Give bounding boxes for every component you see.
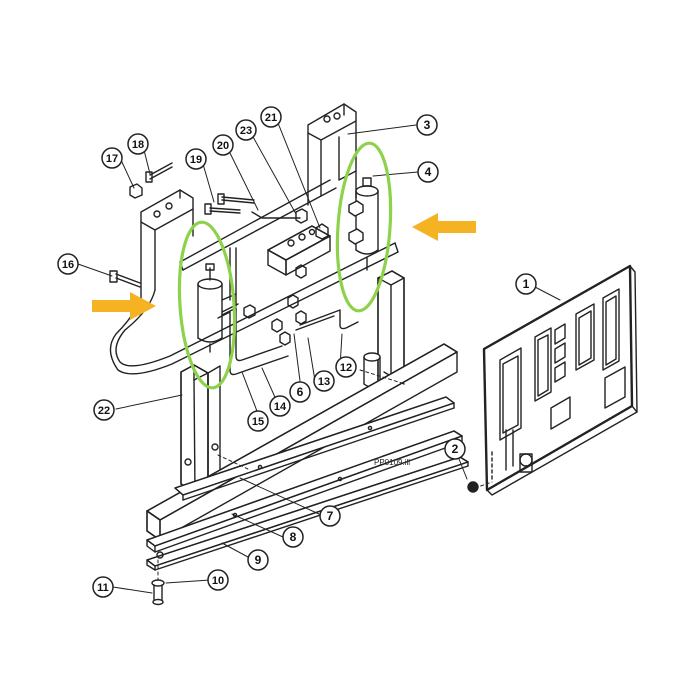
callout-3: 3: [416, 114, 438, 136]
callout-2: 2: [444, 438, 466, 460]
manifold-block: [267, 225, 331, 276]
callout-23-label: 23: [240, 125, 252, 137]
callout-3-label: 3: [424, 118, 431, 132]
callout-13: 13: [313, 370, 335, 392]
callout-14: 14: [269, 395, 291, 417]
base-strip-part-9: [146, 456, 469, 571]
callout-13-label: 13: [318, 376, 330, 388]
panel-part-1: [482, 264, 638, 496]
callout-6: 6: [289, 381, 311, 403]
callout-19-label: 19: [190, 154, 202, 166]
callout-7: 7: [319, 505, 341, 527]
callout-18-label: 18: [132, 139, 144, 151]
highlight-arrows: [92, 213, 476, 320]
callout-1: 1: [515, 273, 537, 295]
callout-23: 23: [235, 119, 257, 141]
bracket-left-upper: [140, 189, 194, 301]
callout-8: 8: [282, 526, 304, 548]
bracket-part-3: [307, 103, 357, 206]
callout-6-label: 6: [297, 385, 304, 399]
callout-8-label: 8: [290, 530, 297, 544]
fittings-group: [243, 208, 329, 346]
callout-15: 15: [247, 410, 269, 432]
callout-21: 21: [260, 106, 282, 128]
callout-12: 12: [335, 356, 357, 378]
callout-15-label: 15: [252, 416, 264, 428]
drawing-code: PP0109.ill: [374, 458, 410, 467]
callout-11: 11: [92, 576, 114, 598]
filter-right: [348, 177, 379, 271]
callout-9: 9: [247, 549, 269, 571]
leader-lines: [77, 117, 561, 594]
callout-20-label: 20: [217, 140, 229, 152]
upper-cross-bar: [179, 179, 337, 271]
callouts: 1 2 3 4 6 7 8: [57, 106, 537, 598]
callout-12-label: 12: [340, 362, 352, 374]
base-plate-part-8: [146, 430, 463, 553]
callout-18: 18: [127, 133, 149, 155]
callout-19: 19: [185, 148, 207, 170]
callout-22-label: 22: [98, 405, 110, 417]
callout-7-label: 7: [327, 509, 334, 523]
callout-2-label: 2: [452, 442, 459, 456]
screws-group: [109, 162, 301, 288]
callout-21-label: 21: [265, 112, 277, 124]
callout-14-label: 14: [274, 401, 287, 413]
arrow-right-icon: [92, 292, 156, 320]
base-channel-part-7: [174, 396, 455, 501]
callout-17: 17: [101, 147, 123, 169]
bolt-part-11: [151, 579, 165, 606]
callout-4: 4: [417, 161, 439, 183]
nut-part-2: [467, 481, 479, 493]
callout-1-label: 1: [523, 277, 530, 291]
callout-16-label: 16: [62, 259, 74, 271]
highlight-ellipses: [177, 141, 393, 390]
callout-11-label: 11: [97, 582, 109, 594]
callout-22: 22: [93, 399, 115, 421]
callout-17-label: 17: [106, 153, 118, 165]
filter-left: [197, 263, 239, 353]
highlight-ellipse-left: [177, 220, 237, 390]
callout-10-label: 10: [212, 575, 224, 587]
callout-16: 16: [57, 253, 79, 275]
callout-4-label: 4: [425, 165, 432, 179]
highlight-ellipse-right: [335, 141, 393, 313]
callout-9-label: 9: [255, 553, 262, 567]
arrow-left-icon: [412, 213, 476, 241]
tubing-lines: [217, 247, 359, 376]
callout-20: 20: [212, 134, 234, 156]
callout-10: 10: [207, 569, 229, 591]
